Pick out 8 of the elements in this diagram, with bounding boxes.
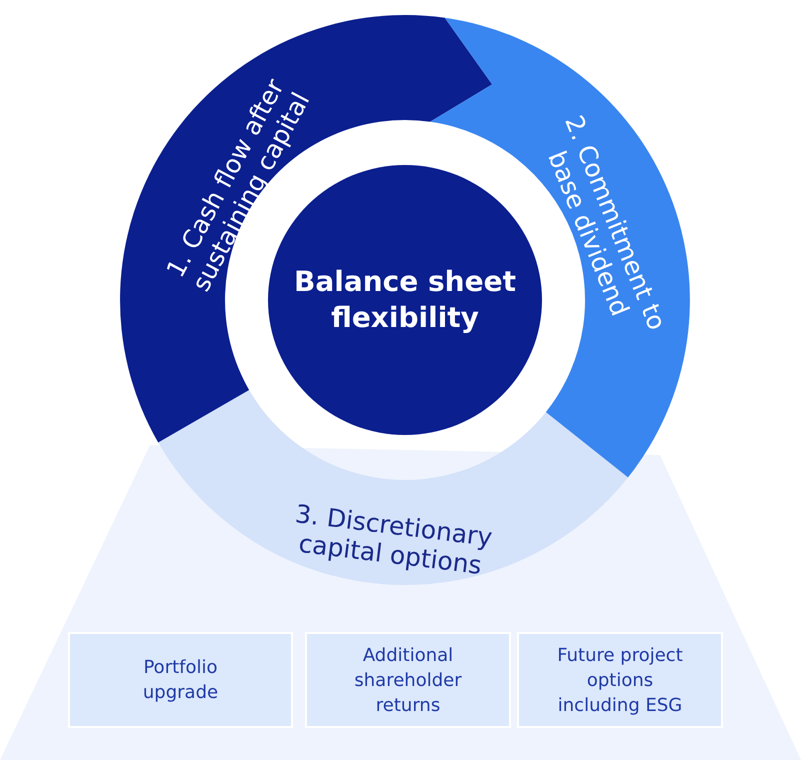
option-box [68, 632, 293, 728]
option-label: Portfolio upgrade [142, 656, 220, 705]
option-box [305, 632, 511, 728]
option-box [517, 632, 723, 728]
option-label: Additional shareholder returns [353, 644, 463, 718]
center-label: Balance sheet flexibility [293, 264, 517, 336]
segment-label: 3. Discretionary capital options [292, 498, 495, 582]
option-label: Future project options including ESG [556, 644, 684, 718]
